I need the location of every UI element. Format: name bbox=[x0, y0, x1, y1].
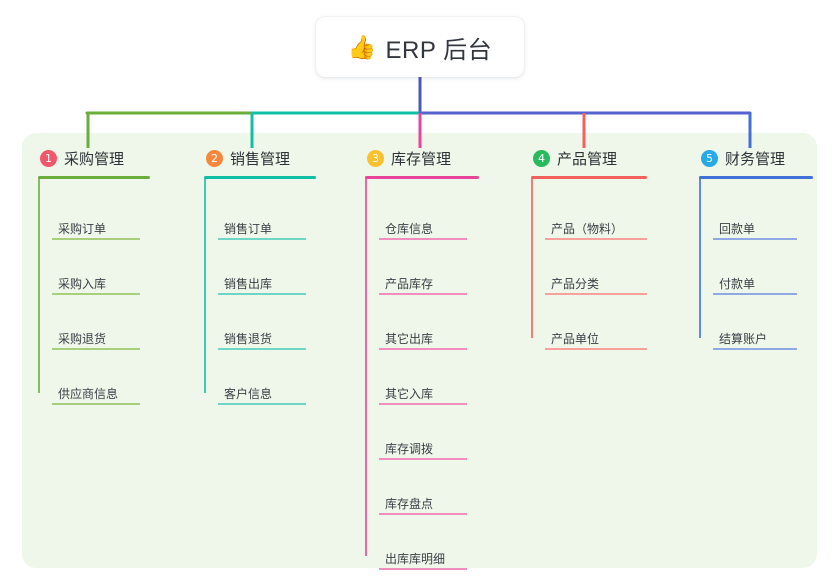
leaf-underline bbox=[545, 348, 647, 350]
leaf-node[interactable]: 采购退货 bbox=[52, 328, 140, 350]
leaf-label: 销售退货 bbox=[224, 332, 273, 346]
branch-header-4[interactable]: 4 产品管理 bbox=[531, 146, 617, 170]
leaf-label: 产品单位 bbox=[551, 332, 600, 346]
leaf-label: 产品（物料） bbox=[551, 222, 624, 236]
leaf-node[interactable]: 其它出库 bbox=[379, 328, 467, 350]
leaf-label: 其它出库 bbox=[385, 332, 434, 346]
leaf-underline bbox=[545, 238, 647, 240]
leaf-underline bbox=[379, 238, 467, 240]
leaf-node[interactable]: 付款单 bbox=[713, 273, 797, 295]
leaf-node[interactable]: 出库库明细 bbox=[379, 548, 467, 570]
leaf-underline bbox=[218, 348, 306, 350]
branch-underline bbox=[531, 176, 647, 179]
leaf-underline bbox=[52, 293, 140, 295]
branch-number-badge: 4 bbox=[533, 149, 550, 167]
branch-title: 销售管理 bbox=[230, 150, 291, 168]
leaf-underline bbox=[379, 293, 467, 295]
leaf-label: 结算账户 bbox=[719, 332, 768, 346]
leaf-node[interactable]: 销售退货 bbox=[218, 328, 306, 350]
leaf-underline bbox=[379, 348, 467, 350]
thumbs-up-icon: 👍 bbox=[347, 33, 377, 60]
leaf-underline bbox=[379, 403, 467, 405]
leaf-label: 产品分类 bbox=[551, 277, 600, 291]
leaf-node[interactable]: 仓库信息 bbox=[379, 218, 467, 240]
root-title: ERP 后台 bbox=[385, 36, 493, 64]
leaf-label: 其它入库 bbox=[385, 387, 434, 401]
leaf-node[interactable]: 供应商信息 bbox=[52, 383, 140, 405]
branch-underline bbox=[365, 176, 479, 179]
leaf-underline bbox=[713, 348, 797, 350]
leaf-label: 销售订单 bbox=[224, 222, 273, 236]
branch-underline bbox=[38, 176, 150, 179]
leaf-node[interactable]: 客户信息 bbox=[218, 383, 306, 405]
branch-underline bbox=[204, 176, 316, 179]
leaf-underline bbox=[218, 238, 306, 240]
branch-header-5[interactable]: 5 财务管理 bbox=[699, 146, 785, 170]
leaf-label: 销售出库 bbox=[224, 277, 273, 291]
branch-header-2[interactable]: 2 销售管理 bbox=[204, 146, 290, 170]
leaf-node[interactable]: 结算账户 bbox=[713, 328, 797, 350]
leaf-underline bbox=[713, 238, 797, 240]
branch-title: 库存管理 bbox=[391, 150, 452, 168]
branch-number-badge: 5 bbox=[701, 149, 718, 167]
leaf-node[interactable]: 产品库存 bbox=[379, 273, 467, 295]
leaf-node[interactable]: 产品单位 bbox=[545, 328, 647, 350]
branch-number-badge: 1 bbox=[40, 149, 57, 167]
leaf-label: 回款单 bbox=[719, 222, 756, 236]
leaf-node[interactable]: 回款单 bbox=[713, 218, 797, 240]
leaf-node[interactable]: 库存盘点 bbox=[379, 493, 467, 515]
leaf-underline bbox=[713, 293, 797, 295]
leaf-label: 采购入库 bbox=[58, 277, 107, 291]
leaf-underline bbox=[379, 513, 467, 515]
root-node[interactable]: 👍 ERP 后台 bbox=[316, 17, 524, 77]
leaf-underline bbox=[218, 403, 306, 405]
branch-header-3[interactable]: 3 库存管理 bbox=[365, 146, 451, 170]
branch-number-badge: 3 bbox=[367, 149, 384, 167]
branch-column-1: 1 采购管理采购订单采购入库采购退货供应商信息 bbox=[38, 146, 150, 405]
diagram-background-panel bbox=[22, 133, 817, 568]
branch-column-3: 3 库存管理仓库信息产品库存其它出库其它入库库存调拨库存盘点出库库明细 bbox=[365, 146, 479, 570]
leaf-node[interactable]: 产品（物料） bbox=[545, 218, 647, 240]
leaf-underline bbox=[379, 458, 467, 460]
leaf-label: 采购退货 bbox=[58, 332, 107, 346]
leaf-underline bbox=[52, 238, 140, 240]
leaf-label: 仓库信息 bbox=[385, 222, 434, 236]
leaf-label: 库存盘点 bbox=[385, 497, 434, 511]
leaf-label: 供应商信息 bbox=[58, 387, 119, 401]
leaf-node[interactable]: 采购订单 bbox=[52, 218, 140, 240]
branch-column-5: 5 财务管理回款单付款单结算账户 bbox=[699, 146, 813, 350]
branch-column-2: 2 销售管理销售订单销售出库销售退货客户信息 bbox=[204, 146, 316, 405]
branch-title: 财务管理 bbox=[725, 150, 786, 168]
branch-underline bbox=[699, 176, 813, 179]
leaf-node[interactable]: 库存调拨 bbox=[379, 438, 467, 460]
branch-title: 产品管理 bbox=[557, 150, 618, 168]
branch-header-1[interactable]: 1 采购管理 bbox=[38, 146, 124, 170]
branch-number-badge: 2 bbox=[206, 149, 223, 167]
leaf-node[interactable]: 销售出库 bbox=[218, 273, 306, 295]
leaf-underline bbox=[218, 293, 306, 295]
leaf-node[interactable]: 销售订单 bbox=[218, 218, 306, 240]
branch-column-4: 4 产品管理产品（物料） 产品分类产品单位 bbox=[531, 146, 647, 350]
leaf-label: 出库库明细 bbox=[385, 552, 446, 566]
leaf-label: 付款单 bbox=[719, 277, 756, 291]
branch-title: 采购管理 bbox=[64, 150, 125, 168]
leaf-label: 库存调拨 bbox=[385, 442, 434, 456]
leaf-underline bbox=[52, 348, 140, 350]
leaf-label: 采购订单 bbox=[58, 222, 107, 236]
leaf-node[interactable]: 产品分类 bbox=[545, 273, 647, 295]
leaf-underline bbox=[52, 403, 140, 405]
leaf-label: 产品库存 bbox=[385, 277, 434, 291]
leaf-node[interactable]: 采购入库 bbox=[52, 273, 140, 295]
leaf-underline bbox=[545, 293, 647, 295]
leaf-node[interactable]: 其它入库 bbox=[379, 383, 467, 405]
leaf-label: 客户信息 bbox=[224, 387, 273, 401]
leaf-underline bbox=[379, 568, 467, 570]
